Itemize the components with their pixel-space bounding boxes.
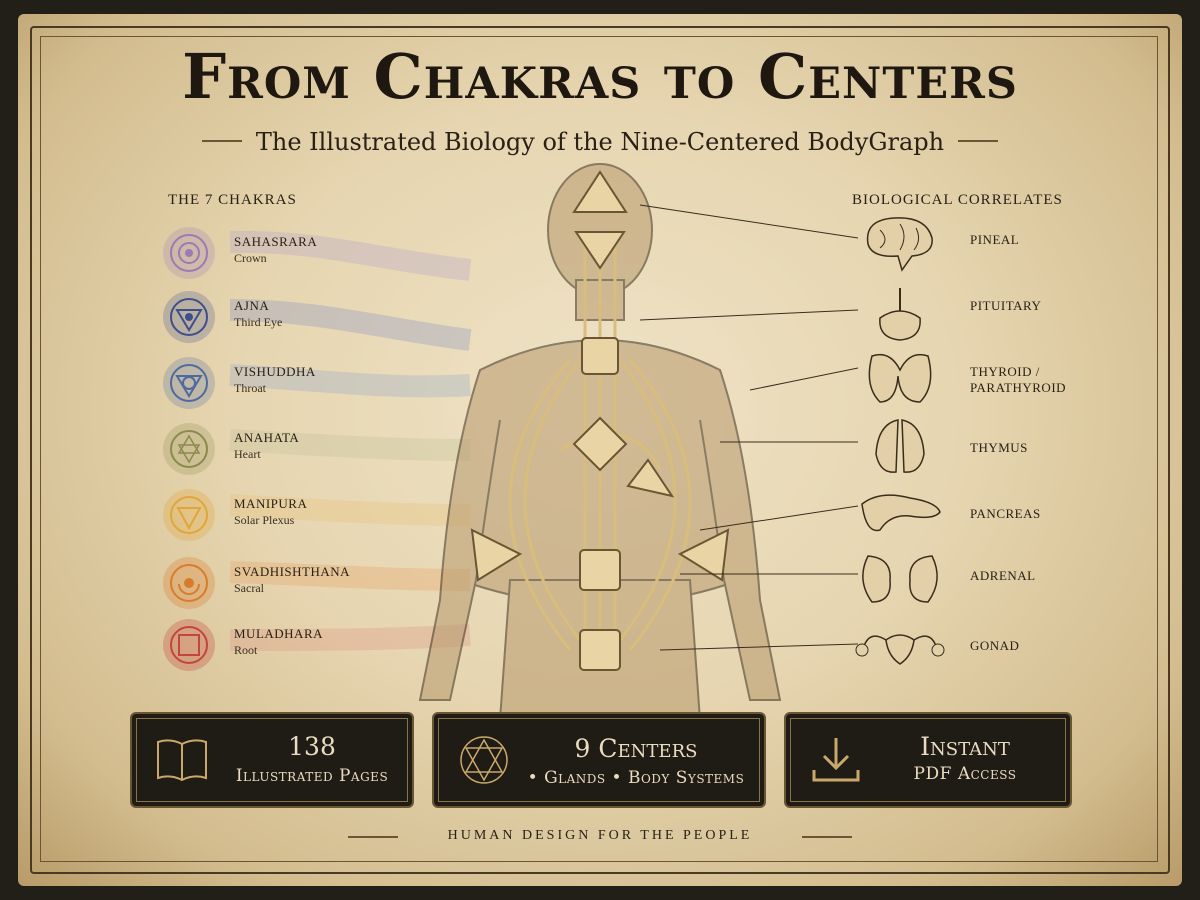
correlate-gonad: GONAD: [850, 616, 1110, 676]
lotus-icon: [163, 227, 215, 279]
correlate-name: PANCREAS: [970, 506, 1041, 521]
pituitary-gland-icon: [879, 288, 921, 341]
chakra-subtitle: Heart: [234, 447, 261, 461]
footer-ornament-left: [348, 836, 398, 838]
lotus-icon: [163, 291, 215, 343]
book-icon: [157, 739, 207, 782]
kidneys-icon: [862, 555, 938, 603]
chakra-subtitle: Sacral: [234, 581, 264, 595]
chakra-ajna: AJNA Third Eye: [160, 288, 420, 344]
lotus-icon: [163, 557, 215, 609]
reproductive-organ-icon: [855, 634, 945, 665]
correlate-thymus: THYMUS: [850, 414, 1110, 474]
chakra-subtitle: Solar Plexus: [234, 513, 295, 527]
chakras-heading: THE 7 CHAKRAS: [168, 192, 297, 208]
chakra-subtitle: Throat: [234, 381, 266, 395]
chakra-manipura: MANIPURA Solar Plexus: [160, 486, 420, 542]
correlate-pineal: PINEAL: [850, 210, 1110, 272]
feature-label: PDF Access: [913, 764, 1017, 784]
correlate-name: THYMUS: [970, 440, 1028, 455]
feature-value: 9 Centers: [574, 734, 698, 763]
correlate-name: THYROID /: [970, 364, 1040, 379]
correlate-pituitary: PITUITARY: [850, 284, 1110, 344]
chakra-subtitle: Third Eye: [234, 315, 283, 329]
chakra-name: MANIPURA: [234, 496, 308, 511]
lotus-icon: [163, 357, 215, 409]
feature-panel-centers: 9 Centers • Glands • Body Systems: [432, 712, 766, 808]
correlate-adrenal: ADRENAL: [850, 544, 1110, 604]
chakra-name: SVADHISHTHANA: [234, 564, 351, 579]
lotus-icon: [163, 619, 215, 671]
feature-label: Illustrated Pages: [235, 766, 389, 786]
thyroid-icon: [868, 353, 932, 403]
pancreas-icon: [861, 494, 941, 532]
chakra-anahata: ANAHATA Heart: [160, 420, 420, 476]
chakra-muladhara: MULADHARA Root: [160, 616, 420, 672]
chakra-name: SAHASRARA: [234, 234, 318, 249]
correlate-name: PITUITARY: [970, 298, 1042, 313]
chakra-name: AJNA: [234, 298, 270, 313]
correlates-heading: BIOLOGICAL CORRELATES: [852, 192, 1063, 208]
chakra-energy-ribbons: [229, 230, 472, 651]
correlate-connector-lines: [639, 204, 859, 651]
brain-icon: [866, 217, 933, 272]
correlate-thyroid: THYROID / PARATHYROID: [850, 346, 1110, 406]
footer-tagline: HUMAN DESIGN FOR THE PEOPLE: [447, 828, 753, 843]
footer-ornament-right: [802, 836, 852, 838]
feature-panel-pdf: Instant PDF Access: [784, 712, 1072, 808]
chakra-name: MULADHARA: [234, 626, 323, 641]
lotus-icon: [163, 423, 215, 475]
chakra-svadhishthana: SVADHISHTHANA Sacral: [160, 554, 420, 610]
chakra-subtitle: Crown: [234, 251, 267, 265]
chakra-vishuddha: VISHUDDHA Throat: [160, 354, 420, 410]
subtitle-ornament-left: [202, 140, 242, 142]
page-title: From Chakras to Centers: [182, 40, 1018, 113]
correlate-name: ADRENAL: [970, 568, 1036, 583]
chakra-sahasrara: SAHASRARA Crown: [160, 224, 420, 280]
correlate-name-line2: PARATHYROID: [970, 380, 1067, 395]
feature-value: 138: [288, 732, 336, 761]
chakra-name: VISHUDDHA: [234, 364, 316, 379]
thymus-icon: [875, 419, 925, 473]
correlate-pancreas: PANCREAS: [850, 484, 1110, 544]
page-subtitle: The Illustrated Biology of the Nine-Cent…: [255, 128, 945, 156]
chakra-name: ANAHATA: [234, 430, 300, 445]
human-figure-bodygraph: [418, 163, 782, 720]
chakra-subtitle: Root: [234, 643, 258, 657]
feature-panel-pages: 138 Illustrated Pages: [130, 712, 414, 808]
download-icon: [812, 738, 860, 782]
feature-label: • Glands • Body Systems: [527, 768, 745, 788]
correlate-name: PINEAL: [970, 232, 1020, 247]
feature-value: Instant: [920, 732, 1010, 761]
correlate-name: GONAD: [970, 638, 1020, 653]
bodygraph-icon: [460, 736, 508, 784]
subtitle-ornament-right: [958, 140, 998, 142]
lotus-icon: [163, 489, 215, 541]
